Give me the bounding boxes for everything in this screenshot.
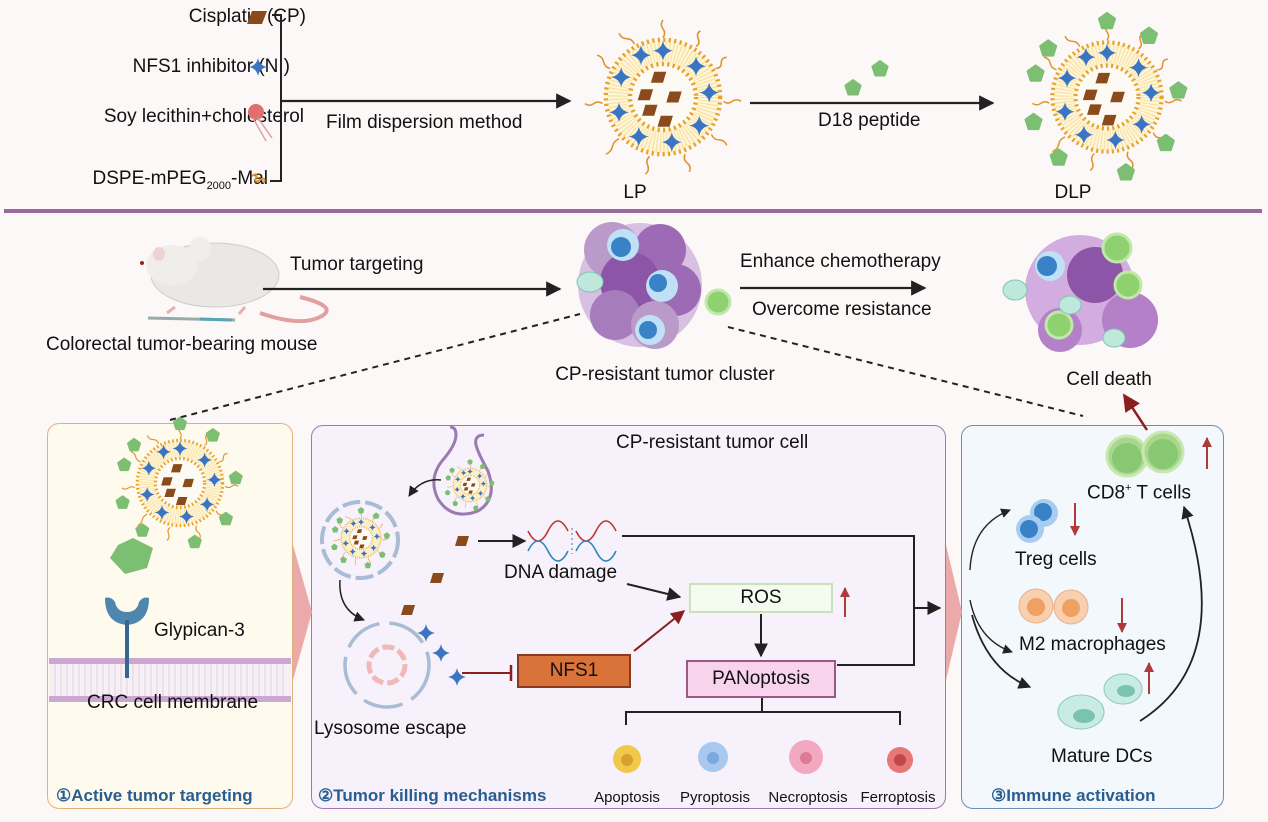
peg-squiggle-icon <box>251 173 266 184</box>
mature-dcs-icon <box>1057 673 1143 730</box>
necroptosis-cell-icon <box>789 740 823 774</box>
cd8-sup: + <box>1125 482 1132 494</box>
treg-cells-label: Treg cells <box>1015 549 1097 570</box>
d18-peptide-label: D18 peptide <box>818 110 921 131</box>
zoom-dashed-line-left <box>169 313 581 421</box>
dspe-peg-subscript: 2000 <box>206 179 232 192</box>
death-type-ferroptosis: Ferroptosis <box>860 789 936 806</box>
dna-to-output-connector <box>622 535 915 666</box>
d18-peptide-icon <box>844 60 889 96</box>
dna-damage-icon <box>527 520 617 562</box>
glypican-3-receptor-icon <box>105 597 149 678</box>
panoptosis-box: PANoptosis <box>686 660 836 698</box>
panel3-title: ③Immune activation <box>991 786 1156 805</box>
ros-box: ROS <box>689 583 833 613</box>
cd8-to-death-arrow <box>1122 393 1149 431</box>
section-divider <box>4 209 1262 213</box>
cd8-t-cells-icon <box>1105 430 1185 478</box>
components-bracket <box>270 14 282 182</box>
ferroptosis-cell-icon <box>887 747 913 773</box>
zoom-dashed-line-right <box>727 326 1084 417</box>
enhance-chemotherapy-label: Enhance chemotherapy <box>740 251 941 272</box>
cisplatin-parallelogram-icon <box>247 11 267 24</box>
death-type-pyroptosis: Pyroptosis <box>679 789 751 806</box>
tumor-cluster-icon <box>576 222 732 349</box>
cd8-tail: T cells <box>1131 482 1191 504</box>
lysosome-transfer-arrow <box>339 579 365 622</box>
treg-cells-icon <box>1016 499 1058 543</box>
panel1-to-panel2-chevron <box>293 545 312 680</box>
apoptosis-cell-icon <box>613 745 641 773</box>
four-point-star-icon <box>249 58 267 76</box>
dlp-label: DLP <box>1054 182 1092 203</box>
panel2-title: ②Tumor killing mechanisms <box>318 786 547 805</box>
cd8-main: CD8 <box>1087 482 1126 504</box>
lp-label: LP <box>623 182 647 203</box>
death-type-apoptosis: Apoptosis <box>594 789 660 806</box>
mouse-icon <box>140 237 329 324</box>
dspe-peg-main: DSPE-mPEG <box>92 168 207 189</box>
overcome-resistance-label: Overcome resistance <box>752 299 932 320</box>
endocytosis-arrow <box>408 479 442 497</box>
cd8-t-cells-label: CD8+ T cells <box>1087 482 1191 504</box>
lysosome-with-dlp-icon <box>320 500 400 580</box>
phospholipid-icon <box>248 104 273 142</box>
tumor-targeting-label: Tumor targeting <box>290 254 424 275</box>
nfs1-to-ros-arrow <box>633 610 686 652</box>
released-inhibitor-icons <box>417 624 466 686</box>
dna-damage-label: DNA damage <box>504 562 618 583</box>
component-label-cisplatin: Cisplatin (CP) <box>188 6 306 27</box>
released-cisplatin-icons <box>401 536 469 615</box>
glypican-3-label: Glypican-3 <box>154 620 245 641</box>
membrane-icon <box>49 658 291 702</box>
dc-to-cd8-arrow <box>1139 505 1203 722</box>
film-dispersion-label: Film dispersion method <box>326 112 523 133</box>
lp-liposome-icon <box>585 20 741 174</box>
component-label-nfs1-inhibitor: NFS1 inhibitor (NI) <box>132 56 290 77</box>
nfs1-box: NFS1 <box>517 654 631 688</box>
d18-peptide-large-icon <box>110 538 153 574</box>
dna-to-ros-arrow <box>626 583 682 601</box>
dspe-peg-tail: -Mal <box>231 168 268 189</box>
immune-to-treg-arrow <box>969 508 1011 571</box>
mouse-label: Colorectal tumor-bearing mouse <box>46 334 318 355</box>
lysosome-escape-label: Lysosome escape <box>314 718 467 739</box>
lysosome-escape-icon <box>343 621 431 709</box>
panel1-title: ①Active tumor targeting <box>56 786 253 805</box>
pyroptosis-cell-icon <box>698 742 728 772</box>
panel-immune-activation <box>961 425 1224 809</box>
m2-macrophages-label: M2 macrophages <box>1019 634 1166 655</box>
panoptosis-branch-connector <box>625 698 901 725</box>
crc-membrane-label: CRC cell membrane <box>87 692 259 713</box>
death-type-necroptosis: Necroptosis <box>768 789 848 806</box>
panel2-to-panel3-chevron <box>946 545 962 680</box>
cell-death-cluster-icon <box>1002 232 1158 352</box>
targeting-dlp-icon <box>116 417 242 547</box>
tumor-cell-label: CP-resistant tumor cell <box>616 432 809 453</box>
dlp-liposome-icon <box>1026 13 1187 179</box>
immune-to-dc-arrow <box>971 614 1032 689</box>
cell-death-label: Cell death <box>1066 369 1152 390</box>
immune-to-m2-arrow <box>969 599 1013 654</box>
m2-macrophages-icon <box>1018 588 1089 625</box>
component-label-dspe-peg: DSPE-mPEG2000-Mal <box>93 168 268 192</box>
mature-dcs-label: Mature DCs <box>1051 746 1153 767</box>
cluster-label: CP-resistant tumor cluster <box>555 364 775 385</box>
